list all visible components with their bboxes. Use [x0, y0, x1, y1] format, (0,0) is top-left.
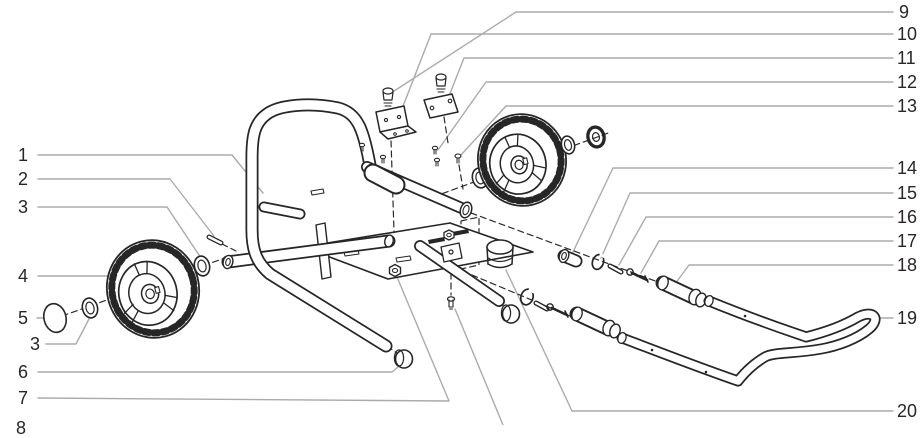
callout-20: 20 — [897, 401, 918, 421]
grip-sleeve — [655, 275, 707, 308]
axle-washer — [193, 255, 211, 277]
callout-1: 1 — [18, 145, 29, 165]
small-screws — [358, 142, 462, 167]
grip-sleeve — [569, 306, 621, 339]
retaining-ring — [519, 288, 536, 306]
hex-nut — [443, 229, 455, 241]
callout-14: 14 — [897, 158, 918, 178]
callout-2: 2 — [18, 169, 29, 189]
callout-9: 9 — [899, 2, 910, 22]
callout-6: 6 — [18, 362, 29, 382]
axle-pin — [206, 234, 224, 246]
callout-11: 11 — [897, 48, 916, 68]
axle-washer — [560, 135, 576, 155]
left-wheel — [105, 239, 201, 339]
leg-cap — [500, 304, 521, 324]
hex-nut — [388, 263, 402, 278]
callout-7: 7 — [18, 388, 29, 408]
leg-cap — [393, 349, 414, 369]
callout-12: 12 — [897, 72, 918, 92]
serrated-cap — [586, 125, 606, 149]
callout-3b: 3 — [30, 334, 41, 354]
hub-cap — [42, 302, 68, 334]
callout-3: 3 — [18, 197, 29, 217]
spacer-bushing — [557, 248, 583, 268]
right-wheel — [476, 113, 568, 207]
diagram-stage: 1 2 3 4 5 3 6 7 8 9 10 11 12 13 14 15 16… — [16, 2, 918, 437]
cotter-pin — [607, 263, 624, 275]
callout-13: 13 — [897, 96, 918, 116]
callout-8: 8 — [16, 418, 27, 438]
callout-19: 19 — [897, 308, 918, 328]
cup-holder — [486, 239, 514, 269]
callout-10: 10 — [897, 24, 918, 44]
hitch-clip — [626, 268, 649, 283]
mounting-plate — [423, 93, 459, 119]
retaining-ring — [591, 253, 607, 271]
callout-18: 18 — [897, 255, 918, 275]
callout-15: 15 — [897, 183, 918, 203]
callout-4: 4 — [18, 266, 29, 286]
callout-5: 5 — [18, 308, 29, 328]
machine-screw — [382, 87, 394, 107]
callout-16: 16 — [897, 207, 918, 227]
handle-tube — [616, 294, 881, 387]
mounting-bracket — [375, 105, 417, 140]
exploded-parts-diagram — [36, 11, 894, 425]
leader-lines — [36, 11, 894, 425]
cotter-pin — [533, 300, 550, 312]
cart-frame — [221, 98, 534, 353]
leg-screw — [446, 296, 456, 310]
callout-17: 17 — [897, 231, 918, 251]
hitch-clip — [546, 303, 569, 318]
machine-screw — [435, 73, 447, 93]
axle-washer — [81, 297, 99, 319]
